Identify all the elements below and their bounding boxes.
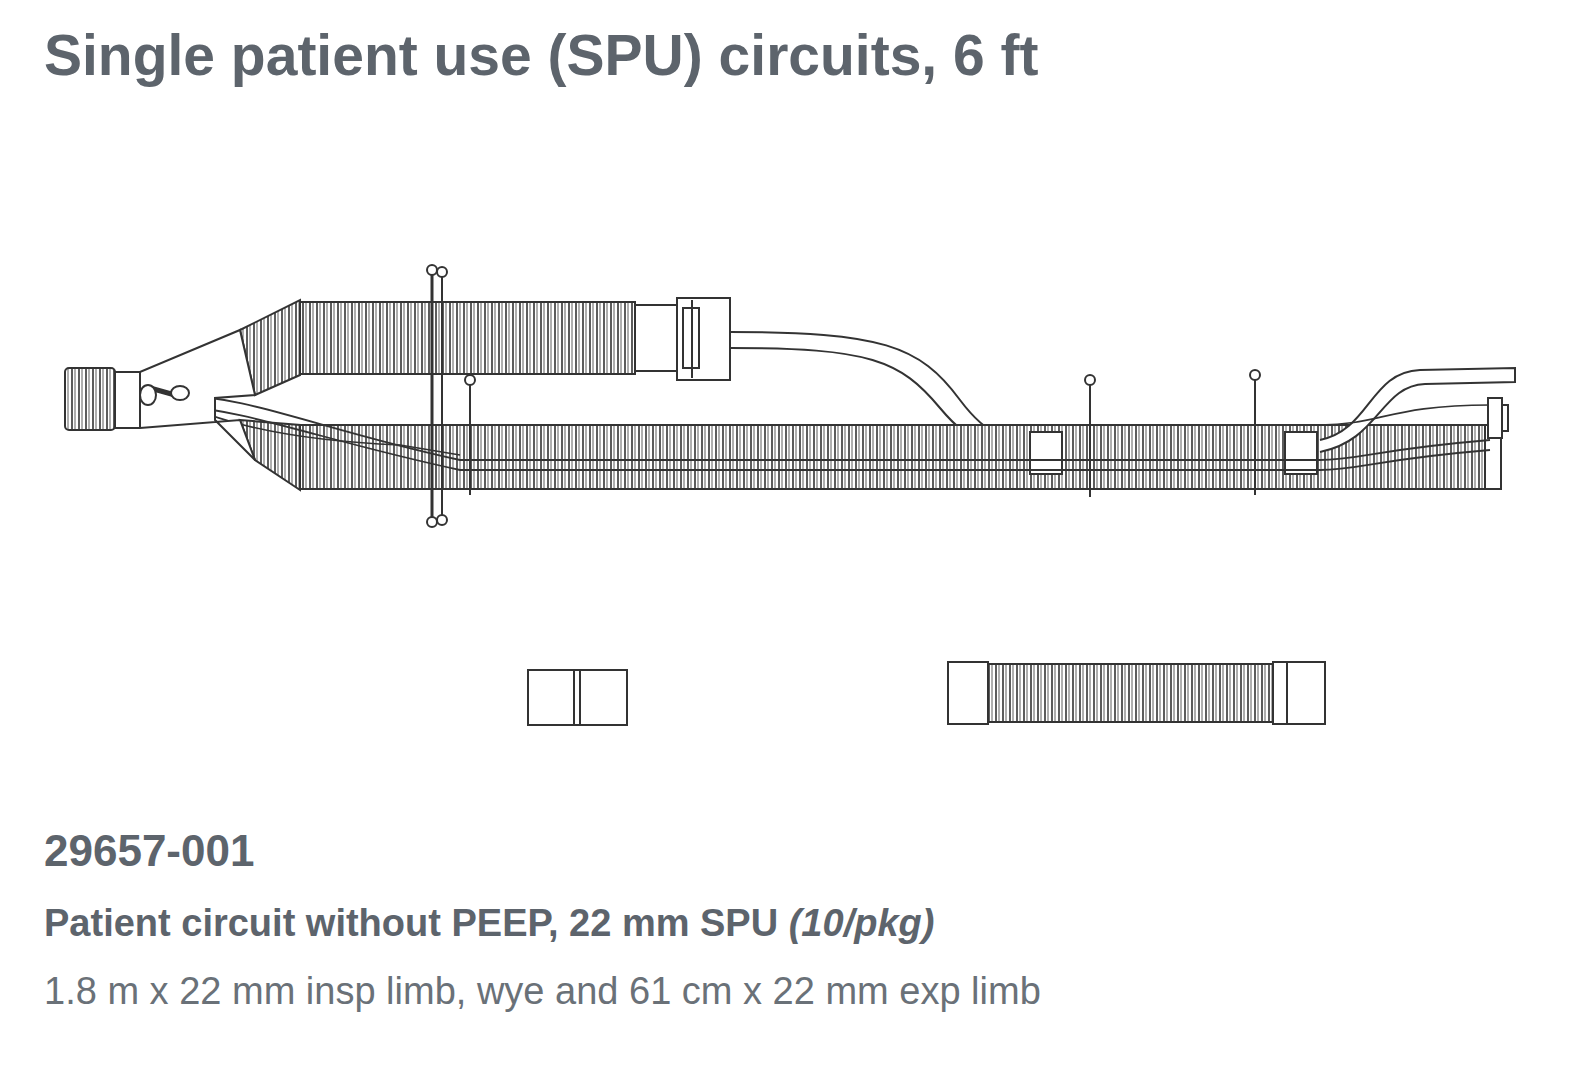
page-title: Single patient use (SPU) circuits, 6 ft [44, 22, 1039, 88]
product-name: Patient circuit without PEEP, 22 mm SPU [44, 902, 778, 944]
spec-text: 1.8 m x 22 mm insp limb, wye and 61 cm x… [44, 970, 1041, 1013]
circuit-drawing [65, 265, 1515, 725]
description-line: Patient circuit without PEEP, 22 mm SPU … [44, 902, 934, 945]
package-count: (10/pkg) [789, 902, 935, 944]
part-number: 29657-001 [44, 826, 254, 876]
